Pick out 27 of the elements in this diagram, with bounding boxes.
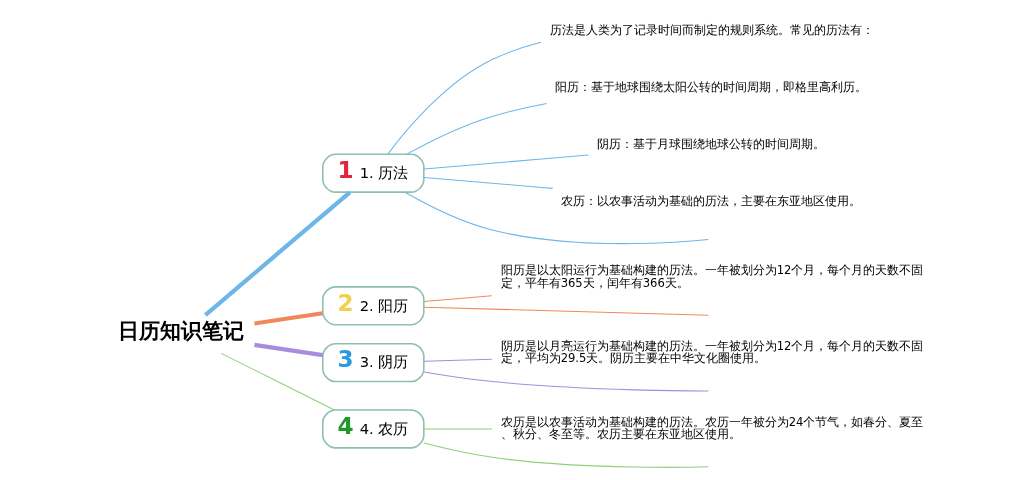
connector	[423, 371, 709, 392]
connector	[386, 41, 541, 155]
node-text: 阴历：基于月球围绕地球公转的时间周期。	[596, 136, 825, 151]
connector	[422, 442, 709, 468]
connector	[423, 358, 492, 362]
connector	[253, 342, 323, 358]
node-box: 2 2. 阳历	[321, 286, 425, 326]
connector	[423, 306, 709, 316]
node-text: 农历是以农事活动为基础构建的历法。农历一年被分为24个节气，如春分、夏至、秋分、冬至等。农历主要在东亚地区使用。	[500, 414, 923, 442]
node-text: 历法是人类为了记录时间而制定的规则系统。常见的历法有：	[549, 23, 874, 38]
connector	[423, 176, 553, 189]
connector	[404, 191, 709, 245]
connector	[423, 154, 589, 170]
node-text: 日历知识笔记	[117, 318, 244, 344]
node-text: 阳历是以太阳运行为基础构建的历法。一年被划分为12个月，每个月的天数不固定，平年有365天，闰年有366天。	[500, 263, 923, 290]
node-box: 1 1. 历法	[321, 153, 425, 193]
connector	[423, 295, 492, 303]
connector	[423, 428, 492, 430]
connector	[203, 190, 351, 317]
node-text: 阴历是以月亮运行为基础构建的历法。一年被划分为12个月，每个月的天数不固定，平均为29.5天。阴历主要在中华文化圈使用。	[500, 338, 923, 366]
node-box: 4 4. 农历	[321, 409, 425, 449]
node-text: 阳历：基于地球围绕太阳公转的时间周期，即格里高利历。	[554, 79, 867, 94]
connector	[405, 102, 547, 155]
connector	[220, 352, 335, 411]
node-box: 3 3. 阴历	[321, 342, 425, 383]
node-text: 农历：以农事活动为基础的历法，主要在东亚地区使用。	[560, 193, 861, 208]
connector	[253, 311, 323, 326]
